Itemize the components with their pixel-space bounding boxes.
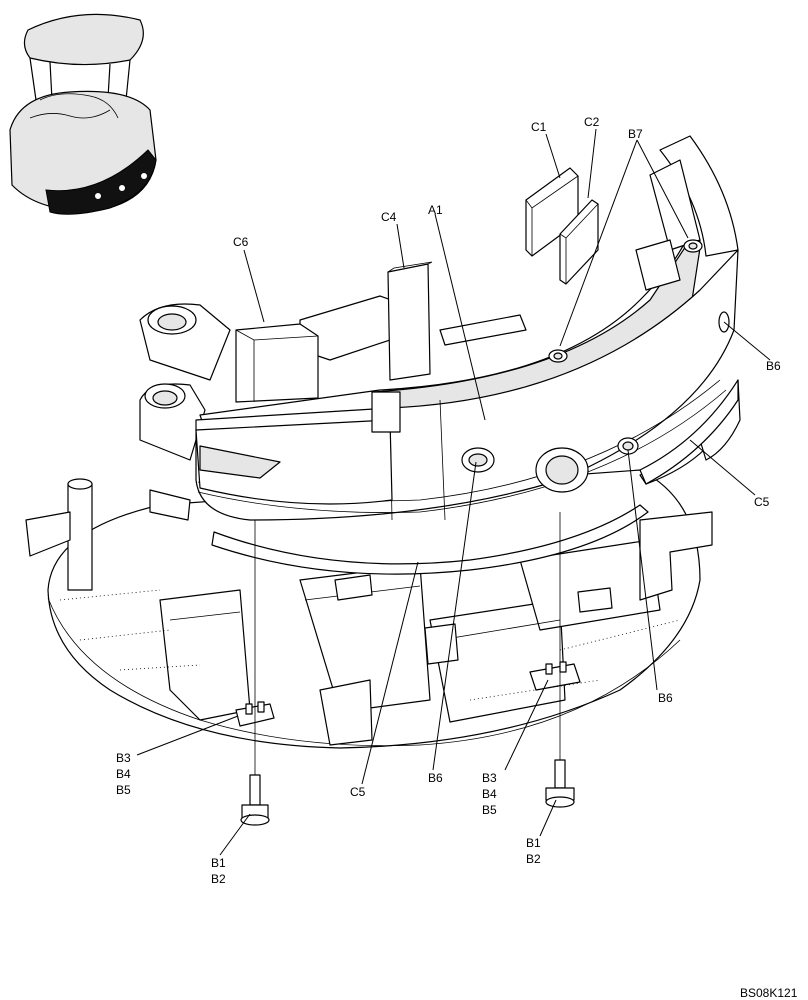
label-b2-right: B2 xyxy=(526,852,541,866)
label-b2-left: B2 xyxy=(211,872,226,886)
label-c6: C6 xyxy=(233,235,249,249)
locator-counterweight-highlight xyxy=(45,149,157,215)
lower-plate-c5 xyxy=(211,504,649,575)
callouts: C1 C2 B7 A1 C4 C6 B6 C5 B6 B3 B4 B5 B6 C… xyxy=(116,115,798,1000)
leader-lines xyxy=(136,128,771,856)
label-b1-left: B1 xyxy=(211,856,226,870)
label-b5-right: B5 xyxy=(482,803,497,817)
label-c1: C1 xyxy=(531,120,547,134)
label-c2: C2 xyxy=(584,115,600,129)
label-a1: A1 xyxy=(428,203,443,217)
label-b6-bottom: B6 xyxy=(428,771,443,785)
locator-thumbnail xyxy=(9,13,157,215)
label-c5-right: C5 xyxy=(754,495,770,509)
label-b4-left: B4 xyxy=(116,767,131,781)
label-b1-right: B1 xyxy=(526,836,541,850)
label-b6-lower-right: B6 xyxy=(658,691,673,705)
label-c5-bottom: C5 xyxy=(350,785,366,799)
weight-blocks xyxy=(235,167,599,403)
label-b4-right: B4 xyxy=(482,787,497,801)
counterweight-a1 xyxy=(195,135,741,521)
label-b5-left: B5 xyxy=(116,783,131,797)
label-b6-top-right: B6 xyxy=(766,359,781,373)
label-c4: C4 xyxy=(381,210,397,224)
bolt-right xyxy=(529,661,581,808)
figure-code: BS08K121 xyxy=(740,986,798,1000)
label-b3-left: B3 xyxy=(116,751,131,765)
label-b7: B7 xyxy=(628,127,643,141)
label-b3-right: B3 xyxy=(482,771,497,785)
